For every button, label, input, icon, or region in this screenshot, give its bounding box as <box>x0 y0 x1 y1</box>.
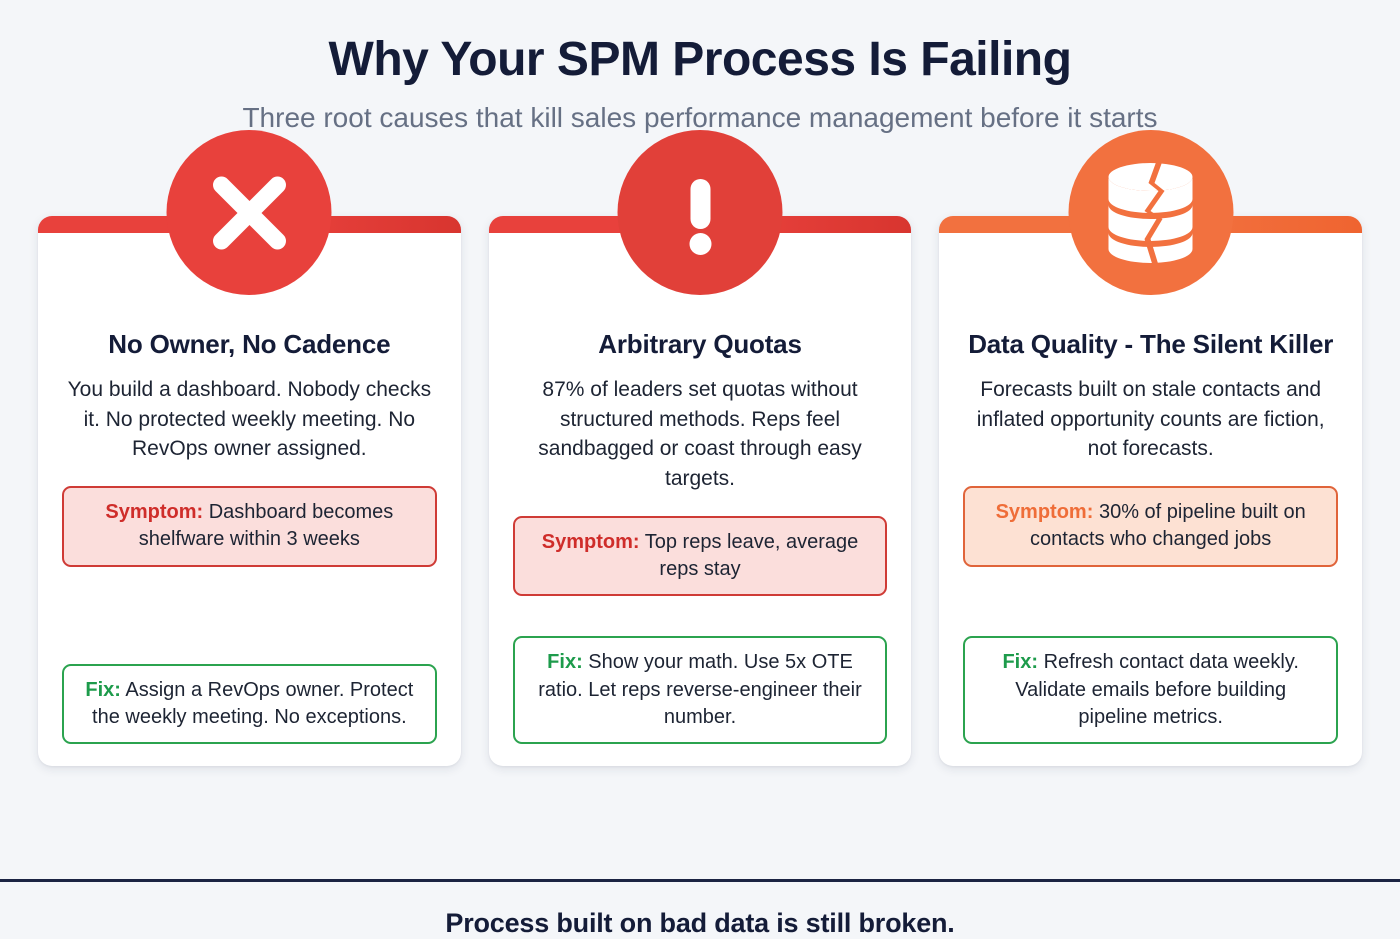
symptom-text: Dashboard becomes shelfware within 3 wee… <box>138 501 394 551</box>
card-no-owner-no-cadence: No Owner, No Cadence You build a dashboa… <box>38 130 461 767</box>
cards-row: No Owner, No Cadence You build a dashboa… <box>0 130 1400 857</box>
card-description: Forecasts built on stale contacts and in… <box>976 377 1325 461</box>
footer-text: Process built on bad data is still broke… <box>445 908 955 938</box>
fix-label: Fix: <box>1002 651 1039 674</box>
card-body: Data Quality - The Silent Killer Forecas… <box>939 233 1362 745</box>
page-subtitle: Three root causes that kill sales perfor… <box>242 101 1158 133</box>
card-description: You build a dashboard. Nobody checks it.… <box>67 377 432 461</box>
card-data-quality: Data Quality - The Silent Killer Forecas… <box>939 130 1363 767</box>
symptom-box: Symptom: Top reps leave, average reps st… <box>512 515 888 597</box>
fix-text: Show your math. Use 5x OTE ratio. Let re… <box>538 651 862 728</box>
card-body: Arbitrary Quotas 87% of leaders set quot… <box>489 233 912 745</box>
symptom-label: Symptom: <box>995 501 1094 524</box>
card-body: No Owner, No Cadence You build a dashboa… <box>38 233 461 745</box>
card-title: Data Quality - The Silent Killer <box>968 329 1334 360</box>
symptom-label: Symptom: <box>541 530 640 553</box>
card-description: 87% of leaders set quotas without struct… <box>538 377 862 491</box>
card-arbitrary-quotas: Arbitrary Quotas 87% of leaders set quot… <box>488 130 912 767</box>
page-title: Why Your SPM Process Is Failing <box>328 33 1072 86</box>
header: Why Your SPM Process Is Failing Three ro… <box>0 0 1400 134</box>
fix-box: Fix: Assign a RevOps owner. Protect the … <box>62 663 437 745</box>
card-title: No Owner, No Cadence <box>108 329 391 360</box>
symptom-text: Top reps leave, average reps stay <box>639 530 859 581</box>
fix-text: Assign a RevOps owner. Protect the weekl… <box>92 678 414 728</box>
symptom-box: Symptom: 30% of pipeline built on contac… <box>963 486 1339 567</box>
fix-box: Fix: Refresh contact data weekly. Valida… <box>963 636 1339 745</box>
x-mark-icon <box>166 130 332 296</box>
card-title: Arbitrary Quotas <box>598 329 802 360</box>
footer: Process built on bad data is still broke… <box>0 879 1400 939</box>
symptom-text: 30% of pipeline built on contacts who ch… <box>1030 501 1306 551</box>
symptom-label: Symptom: <box>105 501 204 524</box>
fix-box: Fix: Show your math. Use 5x OTE ratio. L… <box>512 636 888 745</box>
fix-text: Refresh contact data weekly. Validate em… <box>1015 651 1299 728</box>
fix-label: Fix: <box>547 651 583 674</box>
fix-label: Fix: <box>85 678 121 701</box>
cracked-database-icon <box>1068 130 1234 296</box>
exclamation-mark-icon <box>617 130 783 296</box>
symptom-box: Symptom: Dashboard becomes shelfware wit… <box>62 486 437 567</box>
